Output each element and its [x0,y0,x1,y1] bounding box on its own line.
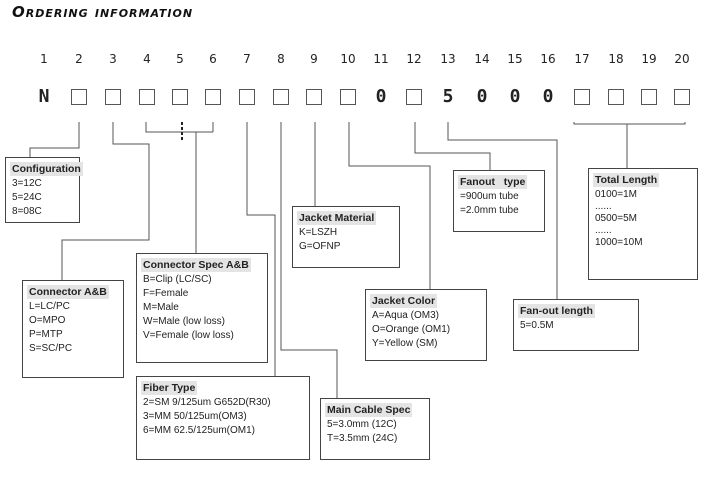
position-number: 8 [277,52,285,66]
fanout-type-box: Fanout type =900um tube =2.0mm tube [453,170,545,232]
position-number: 15 [507,52,523,66]
jacket-material-option: K=LSZH [299,227,338,238]
total-length-ellipsis: ...... [595,225,612,236]
fanout-length-option: 5=0.5M [520,320,554,331]
code-cell[interactable] [641,89,657,105]
position-number: 10 [340,52,356,66]
jacket-color-option: O=Orange (OM1) [372,324,451,335]
connector-spec-option: B=Clip (LC/SC) [143,274,212,285]
connector-ab-option: O=MPO [29,315,66,326]
jacket-material-option: G=OFNP [299,241,341,252]
position-number: 19 [641,52,657,66]
fiber-type-box: Fiber Type 2=SM 9/125um G652D(R30) 3=MM … [136,376,310,460]
jacket-color-title: Jacket Color [370,294,438,308]
total-length-title: Total Length [593,173,660,187]
connector-ab-option: S=SC/PC [29,343,73,354]
code-fixed-char: 0 [542,86,554,107]
code-fixed-char: 0 [476,86,488,107]
main-cable-spec-option: T=3.5mm (24C) [327,433,398,444]
position-number: 13 [440,52,456,66]
jacket-color-box: Jacket Color A=Aqua (OM3) O=Orange (OM1)… [365,289,487,361]
configuration-option: 8=08C [12,206,42,217]
fiber-type-option: 3=MM 50/125um(OM3) [143,411,247,422]
code-cell[interactable] [340,89,356,105]
position-number: 20 [674,52,690,66]
fiber-type-option: 2=SM 9/125um G652D(R30) [143,397,271,408]
code-cell[interactable] [306,89,322,105]
code-cell[interactable] [172,89,188,105]
jacket-color-option: Y=Yellow (SM) [372,338,438,349]
fanout-length-box: Fan-out length 5=0.5M [513,299,639,351]
code-cell[interactable] [205,89,221,105]
code-fixed-char: N [38,86,50,107]
fiber-type-title: Fiber Type [141,381,198,395]
connector-spec-option: F=Female [143,288,189,299]
position-number: 14 [474,52,490,66]
configuration-option: 3=12C [12,178,42,189]
code-fixed-char: 0 [375,86,387,107]
fanout-type-option: =900um tube [460,191,519,202]
fanout-length-title: Fan-out length [518,304,595,318]
connector-spec-option: W=Male (low loss) [143,316,225,327]
connector-spec-option: V=Female (low loss) [143,330,234,341]
position-number: 17 [574,52,590,66]
code-cell[interactable] [71,89,87,105]
position-number: 3 [109,52,117,66]
total-length-box: Total Length 0100=1M ...... 0500=5M ....… [588,168,698,280]
connector-spec-box: Connector Spec A&B B=Clip (LC/SC) F=Fema… [136,253,268,363]
position-number: 11 [373,52,389,66]
fanout-type-title: Fanout type [458,175,528,189]
configuration-box: Configuration 3=12C 5=24C 8=08C [5,157,83,223]
code-cell[interactable] [273,89,289,105]
code-cell[interactable] [608,89,624,105]
connector-ab-option: L=LC/PC [29,301,70,312]
code-cell[interactable] [105,89,121,105]
code-cell[interactable] [574,89,590,105]
total-length-ellipsis: ...... [595,201,612,212]
position-number: 6 [209,52,217,66]
total-length-option: 0500=5M [595,213,637,224]
position-number: 16 [540,52,556,66]
fanout-type-option: =2.0mm tube [460,205,519,216]
total-length-option: 0100=1M [595,189,637,200]
connector-spec-option: M=Male [143,302,179,313]
main-cable-spec-box: Main Cable Spec 5=3.0mm (12C) T=3.5mm (2… [320,398,430,460]
configuration-option: 5=24C [12,192,42,203]
total-length-option: 1000=10M [595,237,643,248]
jacket-color-option: A=Aqua (OM3) [372,310,439,321]
position-number: 1 [40,52,48,66]
position-number: 4 [143,52,151,66]
code-cell[interactable] [406,89,422,105]
page-title: Ordering information [12,3,194,21]
fiber-type-option: 6=MM 62.5/125um(OM1) [143,425,255,436]
position-number: 7 [243,52,251,66]
position-number: 18 [608,52,624,66]
jacket-material-box: Jacket Material K=LSZH G=OFNP [292,206,400,268]
code-fixed-char: 5 [442,86,454,107]
connector-ab-option: P=MTP [29,329,63,340]
code-fixed-char: 0 [509,86,521,107]
code-cell[interactable] [239,89,255,105]
main-cable-spec-title: Main Cable Spec [325,403,413,417]
jacket-material-title: Jacket Material [297,211,377,225]
connector-ab-title: Connector A&B [27,285,109,299]
configuration-title: Configuration [10,162,83,176]
position-number: 5 [176,52,184,66]
code-cell[interactable] [139,89,155,105]
position-number: 9 [310,52,318,66]
connector-ab-box: Connector A&B L=LC/PC O=MPO P=MTP S=SC/P… [22,280,124,378]
position-number: 12 [406,52,422,66]
position-number: 2 [75,52,83,66]
main-cable-spec-option: 5=3.0mm (12C) [327,419,397,430]
code-cell[interactable] [674,89,690,105]
connector-spec-title: Connector Spec A&B [141,258,251,272]
